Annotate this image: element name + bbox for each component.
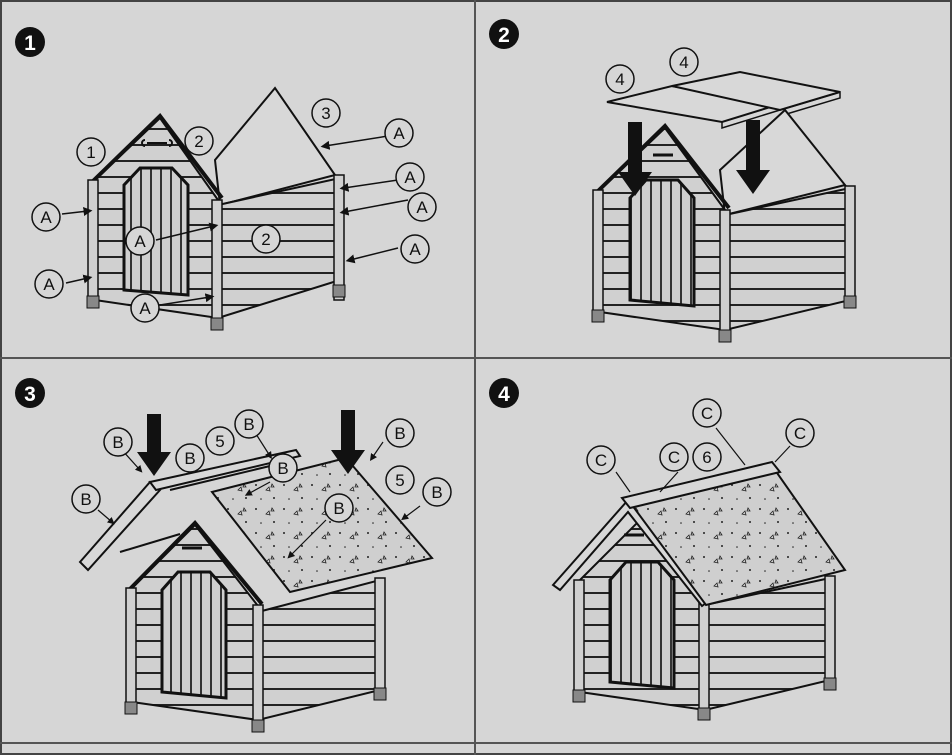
screw-lines (61, 135, 409, 306)
roof-panel-right (210, 456, 434, 594)
step-1-panel: 1 (15, 27, 437, 331)
step-2-badge (489, 19, 519, 49)
part-label-3: 3 (321, 104, 330, 123)
screw-label-b: B (394, 424, 405, 443)
screw-label-b: B (431, 483, 442, 502)
ridge-cap (620, 460, 782, 510)
front-right-post (211, 199, 223, 321)
screw-label-a: A (43, 275, 55, 294)
screw-label-a: A (393, 124, 405, 143)
screw-label-c: C (668, 448, 680, 467)
screw-label-b: B (277, 459, 288, 478)
screw-label-c: C (595, 451, 607, 470)
front-door (122, 166, 190, 297)
step-4-panel: 4 C C C C (489, 378, 847, 721)
down-arrow-icon (618, 122, 652, 196)
part-label-5: 5 (215, 432, 224, 451)
screw-label-c: C (701, 404, 713, 423)
screw-label-c: C (794, 424, 806, 443)
down-arrow-icon (137, 414, 171, 476)
front-gable-trim (90, 112, 224, 200)
right-wall-post (333, 174, 345, 301)
screw-label-a: A (404, 168, 416, 187)
step-3-door (160, 570, 228, 700)
down-arrow-icon (331, 410, 365, 474)
step-4-number: 4 (498, 383, 510, 406)
screw-label-a: A (134, 232, 146, 251)
screw-label-a: A (139, 299, 151, 318)
step-4-badge (489, 378, 519, 408)
step-2-number: 2 (498, 24, 510, 47)
screw-label-b: B (184, 449, 195, 468)
step-1-callouts (31, 98, 437, 323)
front-left-post (87, 179, 99, 301)
screw-label-b: B (333, 499, 344, 518)
step-2-panel: 2 4 4 (489, 19, 857, 343)
screw-label-b: B (80, 490, 91, 509)
part-label-2: 2 (261, 230, 270, 249)
step-2-door (628, 178, 696, 308)
part-label-6: 6 (702, 448, 711, 467)
down-arrow-icon (736, 120, 770, 194)
part-label-4: 4 (615, 70, 624, 89)
step-1-badge (15, 27, 45, 57)
screw-label-b: B (243, 415, 254, 434)
part-label-1: 1 (86, 143, 95, 162)
screw-label-a: A (416, 198, 428, 217)
bone-icon (141, 139, 173, 147)
step-1-number: 1 (24, 32, 36, 55)
right-rear-foot (332, 284, 346, 298)
step-3-number: 3 (24, 383, 36, 406)
front-left-foot (86, 295, 100, 309)
screw-label-a: A (40, 208, 52, 227)
part-label-5: 5 (395, 471, 404, 490)
screw-label-b: B (112, 433, 123, 452)
screw-label-a: A (409, 240, 421, 259)
step-4-door (608, 560, 676, 690)
step-3-badge (15, 378, 45, 408)
part-label-4: 4 (679, 53, 688, 72)
front-right-foot (210, 317, 224, 331)
step-3-panel: 3 (15, 378, 452, 733)
part-label-2: 2 (194, 132, 203, 151)
ridge-cap (148, 448, 302, 492)
